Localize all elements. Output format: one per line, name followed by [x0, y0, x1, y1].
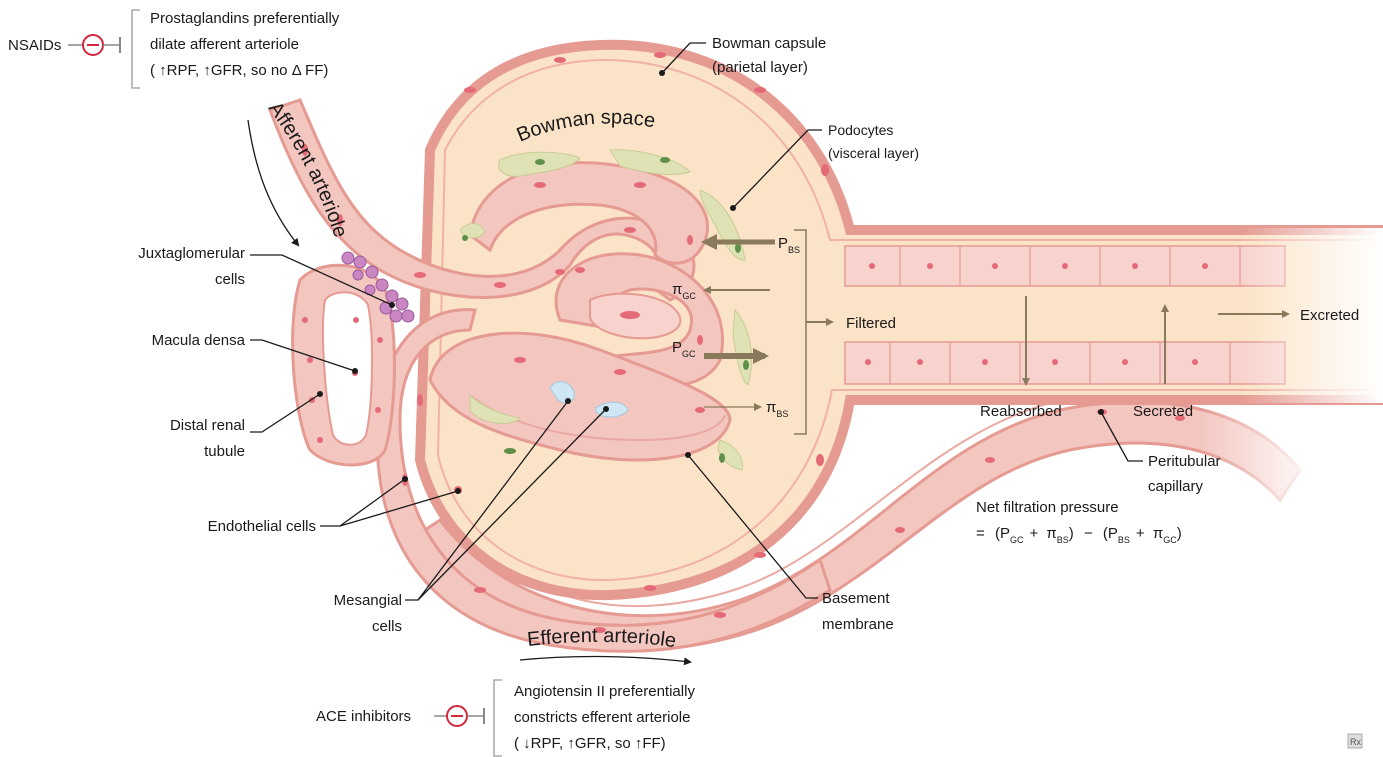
- nsaids-label: NSAIDs: [8, 37, 61, 54]
- juxtaglomerular-cells-label: cells: [215, 271, 245, 288]
- nsaid-inhibition-symbol: [68, 10, 140, 88]
- distal-renal-tubule: [293, 265, 395, 465]
- net-filtration-equation: = (PGC+ πBS) − (PBS+ πGC): [976, 525, 1182, 545]
- podocytes-label: Podocytes: [828, 122, 893, 138]
- basement-membrane-label: membrane: [822, 616, 894, 633]
- efferent-flow-arrow: [520, 656, 690, 662]
- basement-label: Basement: [822, 590, 890, 607]
- nsaid-note-line3: ( ↑RPF, ↑GFR, so no Δ FF): [150, 62, 328, 79]
- nsaid-note-line2: dilate afferent arteriole: [150, 36, 299, 53]
- reabsorbed-label: Reabsorbed: [980, 403, 1062, 420]
- visceral-layer-label: (visceral layer): [828, 145, 919, 161]
- distal-renal-label: Distal renal: [170, 417, 245, 434]
- mesangial-label: Mesangial: [334, 592, 402, 609]
- ace-note-line1: Angiotensin II preferentially: [514, 683, 695, 700]
- mesangial-cells-label: cells: [372, 618, 402, 635]
- excreted-label: Excreted: [1300, 307, 1359, 324]
- filtered-label: Filtered: [846, 315, 896, 332]
- juxtaglomerular-label: Juxtaglomerular: [138, 245, 245, 262]
- ace-inhibition-symbol: [434, 680, 502, 756]
- secreted-label: Secreted: [1133, 403, 1193, 420]
- peritubular-label: Peritubular: [1148, 453, 1221, 470]
- endothelial-cells-label: Endothelial cells: [208, 518, 316, 535]
- parietal-layer-label: (parietal layer): [712, 59, 808, 76]
- ace-inhibitors-label: ACE inhibitors: [316, 708, 411, 725]
- peritubular-capillary-label: capillary: [1148, 478, 1204, 495]
- nsaid-note-line1: Prostaglandins preferentially: [150, 10, 340, 27]
- distal-tubule-label: tubule: [204, 443, 245, 460]
- ace-note-line2: constricts efferent arteriole: [514, 709, 690, 726]
- macula-densa-label: Macula densa: [152, 332, 246, 349]
- bowman-capsule-label: Bowman capsule: [712, 35, 826, 52]
- net-filtration-title: Net filtration pressure: [976, 499, 1119, 516]
- ace-note-line3: ( ↓RPF, ↑GFR, so ↑FF): [514, 735, 666, 752]
- rx-logo: Rx: [1350, 737, 1361, 747]
